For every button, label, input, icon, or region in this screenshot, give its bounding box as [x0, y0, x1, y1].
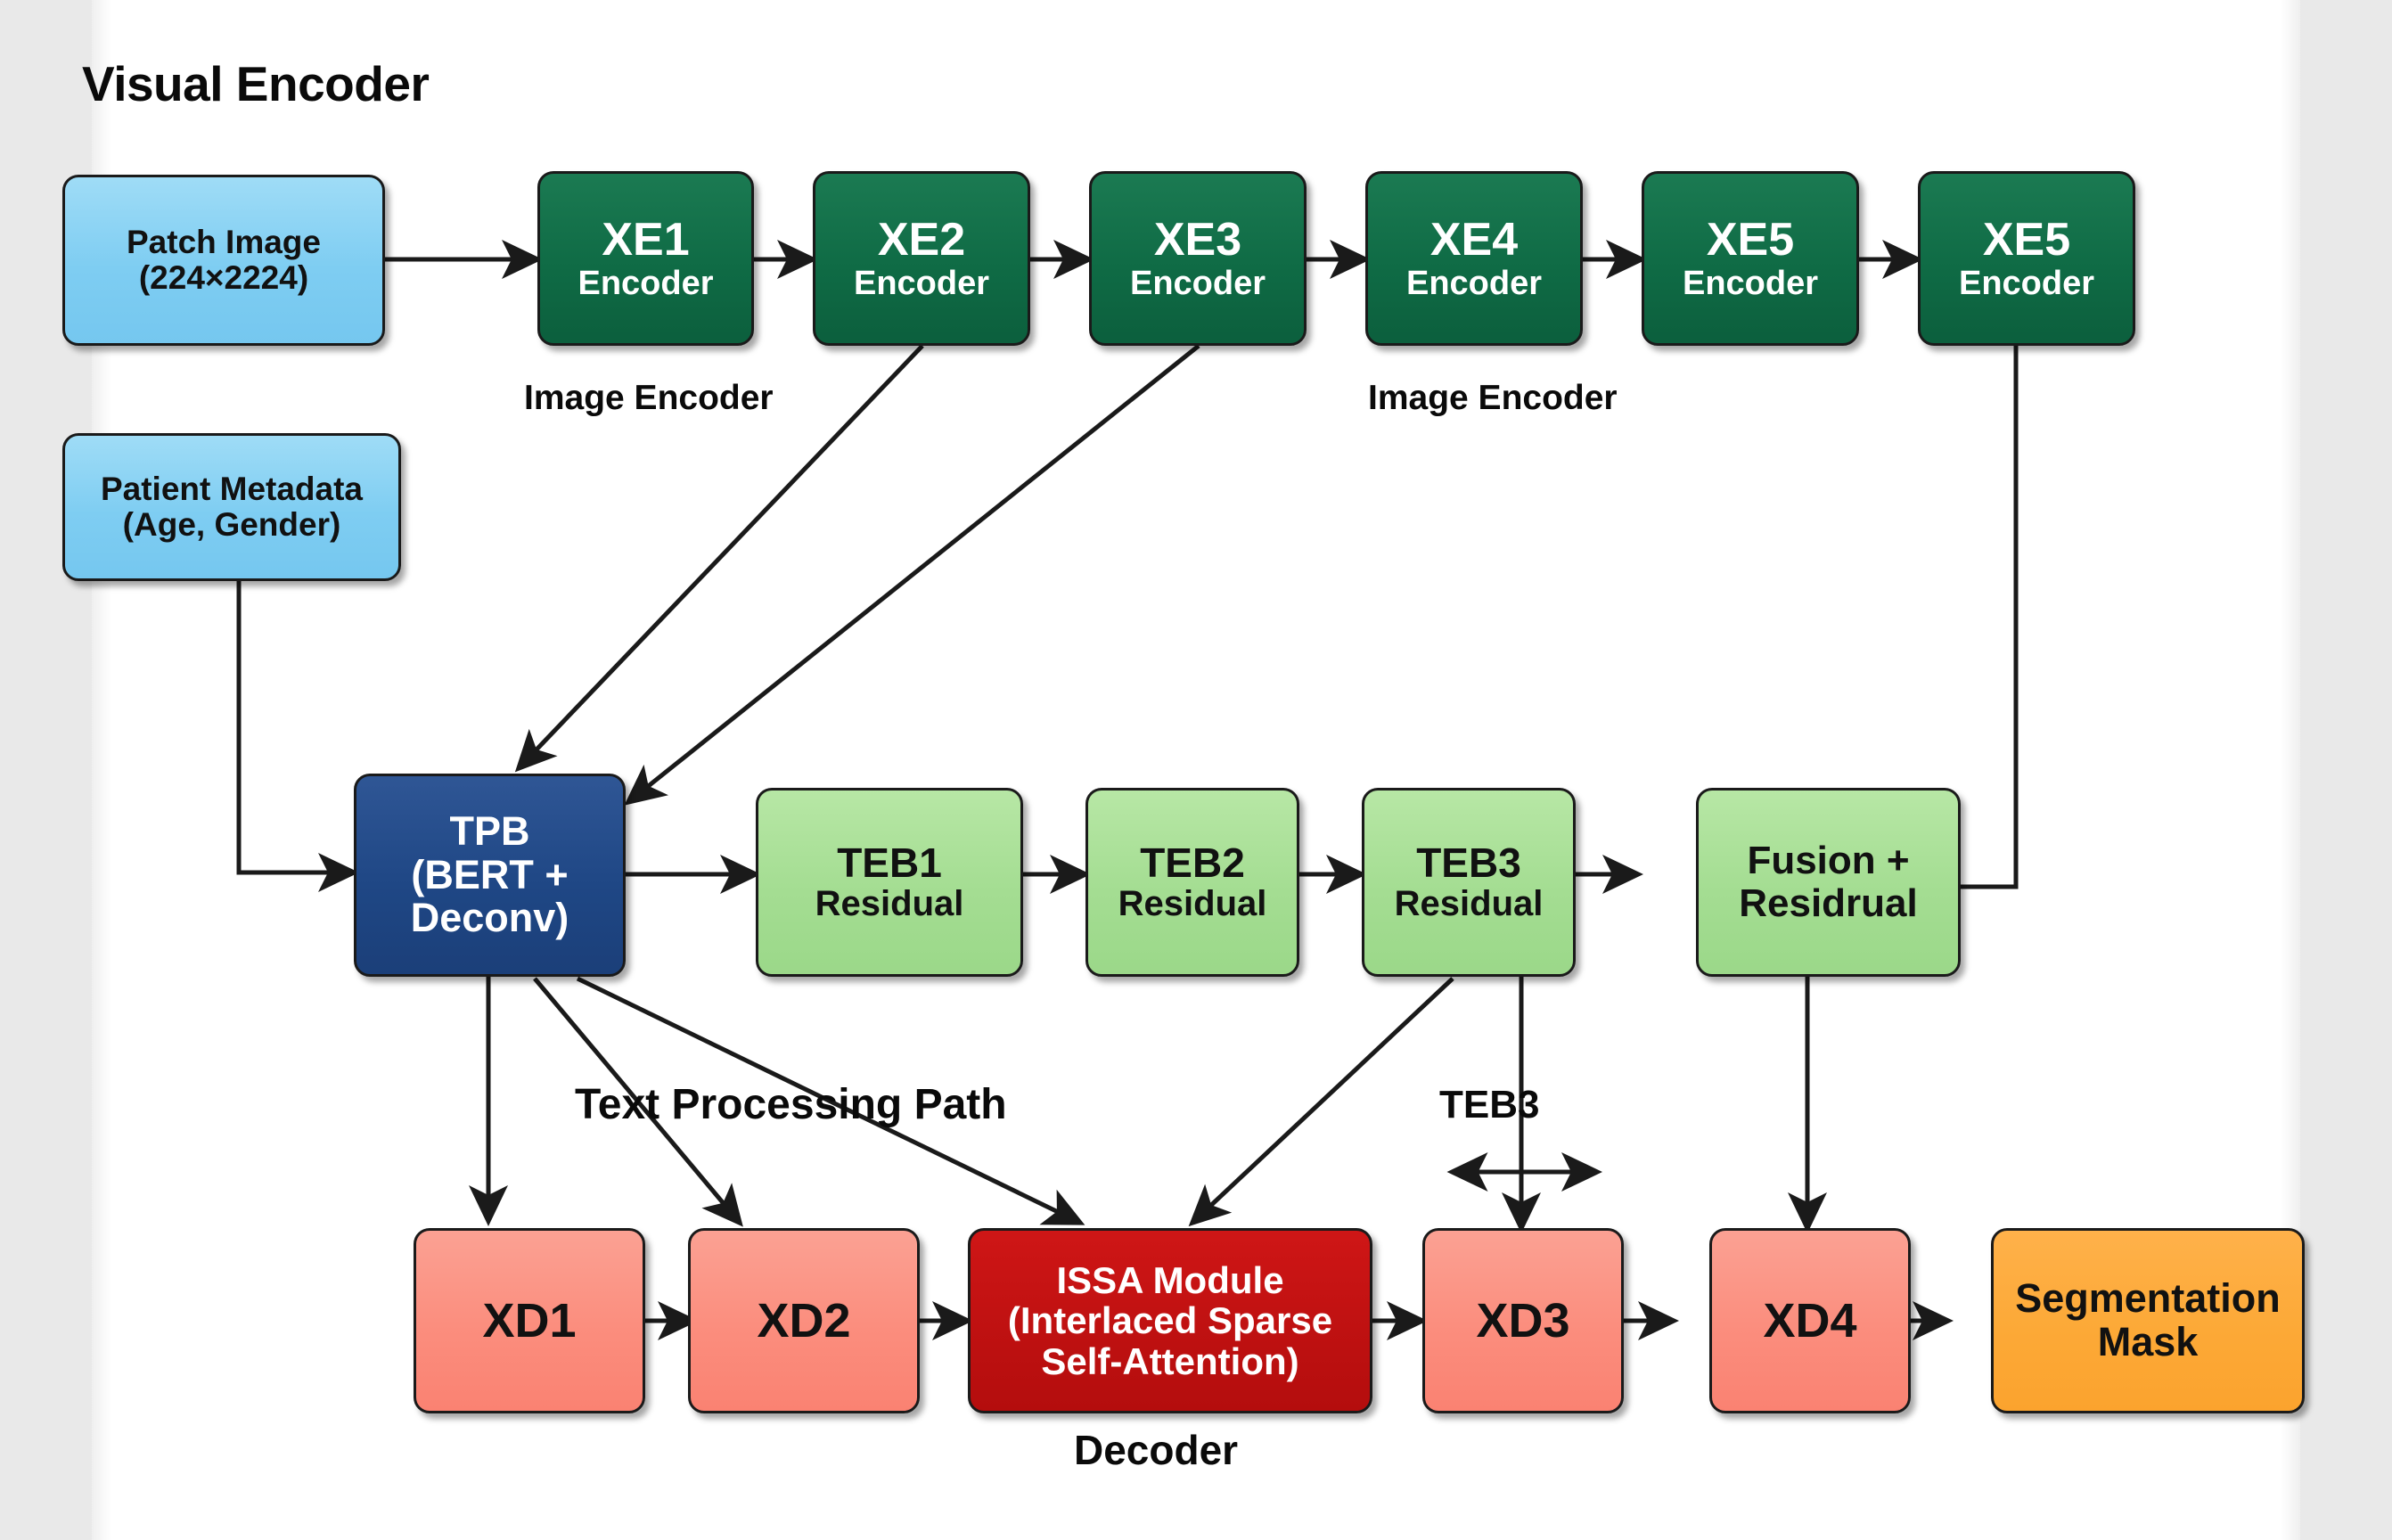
node-xe5-b-title: XE5	[1982, 214, 2071, 266]
node-fusion-title: Fusion +	[1747, 839, 1910, 883]
node-issa-line2: (Interlaced Sparse	[1007, 1299, 1333, 1342]
node-teb3[interactable]: TEB3 Residual	[1362, 788, 1576, 977]
node-xd1[interactable]: XD1	[414, 1228, 645, 1413]
node-issa-line3: Self-Attention)	[1041, 1339, 1299, 1382]
node-mask-line1: Segmentation	[2015, 1275, 2281, 1322]
node-xe3-subtitle: Encoder	[1129, 264, 1266, 302]
node-xd2[interactable]: XD2	[688, 1228, 920, 1413]
caption-teb3-link: TEB3	[1439, 1083, 1540, 1126]
edge-xe3-to-tpb	[624, 344, 1200, 806]
edge-teb3-issa	[1188, 977, 1454, 1227]
node-teb2-subtitle: Residual	[1118, 884, 1267, 924]
right-margin-band	[2300, 0, 2392, 1540]
node-xd3-title: XD3	[1476, 1293, 1570, 1348]
node-xe1-title: XE1	[602, 214, 690, 266]
node-xd1-title: XD1	[482, 1293, 577, 1348]
node-patient-metadata-line2: (Age, Gender)	[122, 506, 341, 543]
node-teb3-subtitle: Residual	[1394, 884, 1544, 924]
node-teb1[interactable]: TEB1 Residual	[756, 788, 1023, 977]
node-patch-image-line2: (224×2224)	[138, 259, 309, 296]
edge-tpb-xd2	[533, 977, 743, 1227]
right-band-gradient	[2281, 0, 2300, 1540]
node-xd4-title: XD4	[1763, 1293, 1857, 1348]
caption-text-processing-path: Text Processing Path	[575, 1081, 1007, 1128]
node-tpb-line2: (BERT +	[411, 851, 569, 897]
node-segmentation-mask[interactable]: Segmentation Mask	[1991, 1228, 2305, 1413]
left-band-gradient	[92, 0, 111, 1540]
edge-xe5b-to-fusion	[1961, 346, 2019, 889]
node-patient-metadata-line1: Patient Metadata	[100, 471, 363, 508]
node-patient-metadata[interactable]: Patient Metadata (Age, Gender)	[62, 433, 401, 581]
caption-image-encoder-left: Image Encoder	[524, 379, 774, 417]
node-xe3-title: XE3	[1153, 214, 1242, 266]
node-teb1-title: TEB1	[837, 839, 942, 886]
node-xe1[interactable]: XE1 Encoder	[537, 171, 754, 346]
node-tpb-line1: TPB	[449, 808, 530, 855]
node-xe5-b-subtitle: Encoder	[1958, 264, 2095, 302]
node-xe4-title: XE4	[1429, 214, 1519, 266]
node-fusion[interactable]: Fusion + Residrual	[1696, 788, 1961, 977]
node-xe5-a-title: XE5	[1706, 214, 1795, 266]
node-xe5-b[interactable]: XE5 Encoder	[1918, 171, 2135, 346]
node-xd2-title: XD2	[757, 1293, 851, 1348]
caption-decoder: Decoder	[1074, 1427, 1239, 1473]
node-teb1-subtitle: Residual	[815, 884, 964, 924]
node-xd3[interactable]: XD3	[1422, 1228, 1624, 1413]
edge-xe2-to-tpb	[514, 344, 924, 773]
node-patch-image[interactable]: Patch Image (224×2224)	[62, 175, 385, 346]
node-xe2-subtitle: Encoder	[853, 264, 990, 302]
node-xd4[interactable]: XD4	[1709, 1228, 1911, 1413]
node-patch-image-line1: Patch Image	[127, 224, 321, 261]
node-issa-module[interactable]: ISSA Module (Interlaced Sparse Self-Atte…	[968, 1228, 1372, 1413]
node-teb2-title: TEB2	[1140, 839, 1245, 886]
caption-image-encoder-right: Image Encoder	[1368, 379, 1618, 417]
edge-tpb-issa	[576, 976, 1085, 1225]
node-xe2-title: XE2	[877, 214, 966, 266]
node-xe2[interactable]: XE2 Encoder	[813, 171, 1030, 346]
node-xe5-a-subtitle: Encoder	[1682, 264, 1819, 302]
node-tpb-line3: Deconv)	[410, 895, 569, 941]
node-xe4-subtitle: Encoder	[1405, 264, 1543, 302]
node-xe1-subtitle: Encoder	[578, 264, 714, 302]
edge-metadata-to-tpb	[236, 581, 359, 892]
node-teb2[interactable]: TEB2 Residual	[1085, 788, 1299, 977]
node-fusion-subtitle: Residrual	[1739, 881, 1918, 925]
caption-visual-encoder: Visual Encoder	[82, 56, 430, 111]
node-xe3[interactable]: XE3 Encoder	[1089, 171, 1307, 346]
node-xe5-a[interactable]: XE5 Encoder	[1642, 171, 1859, 346]
node-xe4[interactable]: XE4 Encoder	[1365, 171, 1583, 346]
node-tpb[interactable]: TPB (BERT + Deconv)	[354, 774, 626, 977]
node-issa-line1: ISSA Module	[1056, 1258, 1284, 1301]
node-mask-line2: Mask	[2097, 1319, 2199, 1364]
node-teb3-title: TEB3	[1416, 839, 1521, 886]
